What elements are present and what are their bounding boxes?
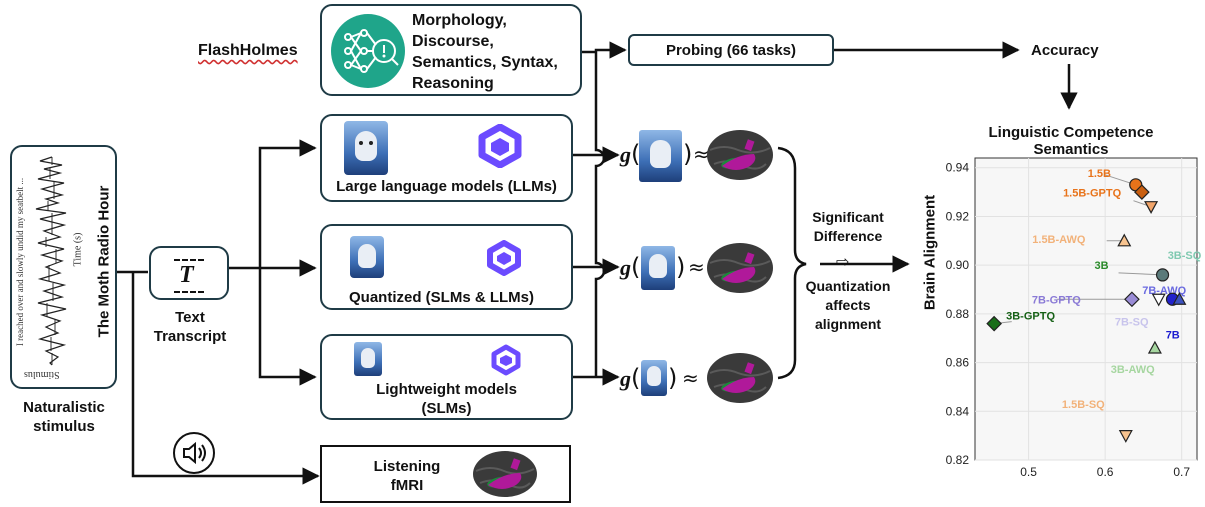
x-tick-label: 0.7 bbox=[1173, 465, 1190, 479]
stimulus-caption-line1: Naturalistic bbox=[23, 399, 105, 416]
point-label: 3B-GPTQ bbox=[1006, 311, 1055, 323]
text-format-icon: T bbox=[174, 259, 204, 293]
flashholmes-label[interactable]: FlashHolmes bbox=[198, 42, 298, 59]
stimulus-caption-line2: stimulus bbox=[33, 418, 95, 435]
stimulus-caption: Naturalistic stimulus bbox=[0, 398, 128, 436]
arrow-transcript-to-llm bbox=[258, 139, 317, 268]
listening-line1: Listening bbox=[373, 458, 441, 475]
data-point bbox=[986, 315, 1002, 332]
y-tick-label: 0.82 bbox=[946, 453, 970, 467]
listening-label: Listening fMRI bbox=[352, 457, 462, 495]
y-tick-label: 0.88 bbox=[946, 307, 970, 321]
accuracy-label: Accuracy bbox=[1031, 42, 1099, 59]
y-tick-label: 0.94 bbox=[946, 161, 970, 175]
llama-icon bbox=[344, 121, 388, 175]
x-tick-label: 0.5 bbox=[1020, 465, 1037, 479]
arrow-transcript-to-slm bbox=[258, 268, 317, 386]
probing-label: Probing (66 tasks) bbox=[665, 42, 797, 59]
data-point bbox=[1118, 430, 1133, 443]
data-point bbox=[1117, 233, 1132, 247]
alignment-row-slm: g ( ) ≈ bbox=[620, 356, 780, 408]
chart-title: Linguistic Competence bbox=[988, 124, 1154, 141]
point-label: 7B-GPTQ bbox=[1032, 294, 1081, 306]
brain-icon bbox=[707, 130, 773, 180]
speaker-icon bbox=[173, 432, 215, 474]
right-arrow-icon: ⇨ bbox=[836, 252, 850, 271]
transcript-box: T bbox=[149, 246, 229, 300]
data-point bbox=[1172, 292, 1187, 305]
chart-title-block: Linguistic Competence Semantics bbox=[960, 124, 1182, 158]
alignment-row-quantized: g ( ) ≈ bbox=[620, 243, 780, 295]
leader-line bbox=[1118, 272, 1163, 276]
data-point bbox=[1151, 293, 1166, 307]
x-tick-label: 0.6 bbox=[1097, 465, 1114, 479]
brace-grouping bbox=[777, 146, 807, 380]
slm-label-line1: Lightweight models bbox=[376, 381, 517, 398]
probing-topics-text: Morphology, Discourse, Semantics, Syntax… bbox=[412, 10, 558, 94]
point-label: 1.5B-SQ bbox=[1062, 399, 1105, 411]
probing-box: Probing (66 tasks) bbox=[628, 34, 834, 66]
data-point bbox=[1155, 268, 1170, 282]
llama-icon bbox=[641, 360, 667, 396]
point-label: 3B bbox=[1095, 260, 1109, 272]
data-point bbox=[1124, 291, 1140, 308]
llama-icon bbox=[354, 342, 382, 376]
topic-morphology: Morphology, bbox=[412, 12, 507, 29]
point-label: 7B-SQ bbox=[1115, 316, 1149, 328]
point-label: 1.5B-AWQ bbox=[1032, 234, 1086, 246]
y-tick-label: 0.90 bbox=[946, 258, 970, 272]
slm-label-line2: (SLMs) bbox=[421, 400, 472, 417]
chart-subtitle: Semantics bbox=[1033, 141, 1109, 158]
point-label: 1.5B bbox=[1088, 168, 1111, 180]
qwen-icon bbox=[478, 124, 522, 168]
stimulus-waveform bbox=[35, 156, 67, 366]
transcript-caption: Text Transcript bbox=[140, 308, 240, 346]
point-label: 3B-AWQ bbox=[1111, 364, 1155, 376]
slm-box: Lightweight models (SLMs) bbox=[320, 334, 573, 420]
quantization-affects-text: Quantization affects alignment bbox=[805, 278, 891, 332]
alignment-row-llm: g ( ) ≈ bbox=[620, 130, 780, 182]
slm-label: Lightweight models (SLMs) bbox=[322, 380, 571, 418]
transcript-caption-line1: Text bbox=[175, 309, 205, 326]
llama-icon bbox=[641, 246, 675, 290]
listening-line2: fMRI bbox=[390, 477, 424, 494]
topic-discourse: Discourse, bbox=[412, 33, 494, 50]
point-label: 3B-SQ bbox=[1168, 250, 1202, 262]
llama-icon bbox=[350, 236, 384, 278]
data-point bbox=[1144, 201, 1159, 214]
y-tick-label: 0.86 bbox=[946, 356, 970, 370]
topic-semantics-syntax: Semantics, Syntax, bbox=[412, 54, 558, 71]
data-point bbox=[1147, 340, 1162, 354]
point-label: 1.5B-GPTQ bbox=[1063, 188, 1122, 200]
point-label: 7B bbox=[1166, 329, 1180, 341]
llm-box: Large language models (LLMs) bbox=[320, 114, 573, 202]
qwen-icon bbox=[491, 344, 521, 376]
quantized-box: Quantized (SLMs & LLMs) bbox=[320, 224, 573, 310]
probe-network-icon bbox=[331, 14, 405, 88]
stimulus-card: I reached over and slowly undid my seatb… bbox=[10, 145, 117, 389]
topic-reasoning: Reasoning bbox=[412, 75, 494, 92]
qwen-icon bbox=[487, 240, 521, 276]
transcript-caption-line2: Transcript bbox=[153, 328, 227, 345]
y-tick-label: 0.92 bbox=[946, 209, 970, 223]
arrow-stimulus-to-fmri bbox=[131, 272, 320, 485]
y-tick-label: 0.84 bbox=[946, 404, 970, 418]
llm-label: Large language models (LLMs) bbox=[336, 178, 557, 195]
brain-icon bbox=[707, 353, 773, 403]
data-point bbox=[1134, 184, 1150, 200]
plot-area bbox=[974, 157, 1198, 461]
significant-difference-text: Significant Difference bbox=[812, 209, 884, 244]
arrow-models-to-probing bbox=[594, 41, 627, 377]
llama-icon bbox=[639, 130, 682, 182]
brain-icon bbox=[707, 243, 773, 293]
quantized-label: Quantized (SLMs & LLMs) bbox=[349, 289, 534, 306]
brain-icon bbox=[473, 451, 537, 497]
probing-topics-box: Morphology, Discourse, Semantics, Syntax… bbox=[320, 4, 582, 96]
